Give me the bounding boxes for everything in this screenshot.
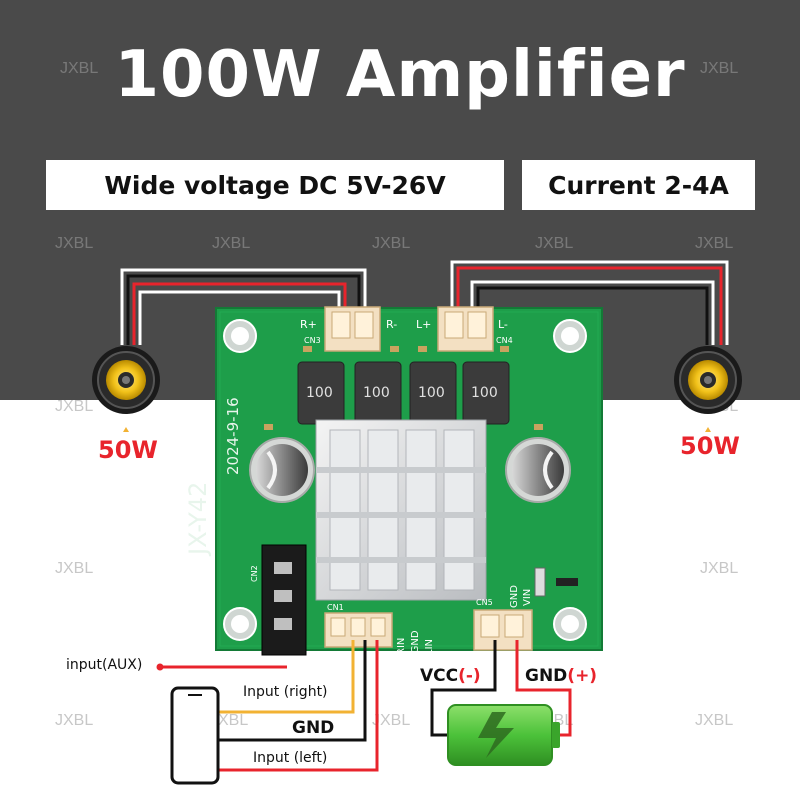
right-arrow-icon: [705, 427, 711, 432]
left-arrow-icon: [123, 427, 129, 432]
pin-label-lin: LIN: [424, 638, 435, 655]
watermark: JXBL: [60, 60, 99, 77]
pin-label-agnd: AGND: [410, 630, 421, 660]
right-speaker-power: 50W: [680, 432, 740, 460]
vcc-label: VCC(-): [420, 666, 481, 686]
inductor-marking: 100: [363, 385, 390, 401]
current-spec-badge: Current 2-4A: [522, 160, 755, 210]
input-wires: [160, 640, 379, 772]
watermark: JXBL: [535, 235, 574, 252]
cn1-connector: [324, 612, 393, 648]
smd-component: [418, 346, 427, 352]
inductor-marking: 100: [418, 385, 445, 401]
heatsink: [315, 419, 487, 601]
left-speaker-power: 50W: [98, 436, 158, 464]
pin-label-rin: RIN: [396, 637, 407, 655]
watermark: JXBL: [55, 712, 94, 729]
connector-label-cn2: CN2: [250, 565, 259, 582]
gnd-power-sign: (+): [567, 666, 598, 686]
smd-component: [500, 346, 509, 352]
cn4-connector: [437, 306, 494, 352]
watermark: JXBL: [55, 398, 94, 415]
watermark: JXBL: [372, 235, 411, 252]
watermark: JXBL: [210, 712, 249, 729]
battery-icon: [447, 704, 560, 766]
power-wires: [430, 640, 572, 737]
input-left-label: Input (left): [253, 750, 328, 766]
left-capacitor: [249, 437, 315, 503]
pin-label-l-minus: L-: [498, 318, 508, 331]
watermark: JXBL: [372, 712, 411, 729]
led: [556, 578, 578, 586]
watermark: JXBL: [700, 60, 739, 77]
left-speaker-wires: [120, 268, 367, 345]
connector-label-cn4: CN4: [496, 336, 513, 345]
watermark: JXBL: [700, 560, 739, 577]
amplifier-pcb: [215, 306, 603, 656]
board-model-label: JX-Y42: [184, 481, 212, 555]
aux-jack: [261, 544, 307, 656]
cn5-connector: [473, 609, 533, 651]
phone-icon: [170, 686, 220, 785]
watermark: JXBL: [695, 235, 734, 252]
right-capacitor: [505, 437, 571, 503]
aux-dot-icon: [156, 663, 164, 671]
watermark: JXBL: [55, 235, 94, 252]
smd-component: [534, 424, 543, 430]
inductor-marking: 100: [471, 385, 498, 401]
current-spec-label: Current 2-4A: [548, 170, 729, 200]
pin-label-gnd: GND: [509, 585, 520, 608]
inductors: [297, 361, 510, 425]
right-speaker-icon: [674, 346, 742, 414]
input-right-label: Input (right): [243, 684, 328, 700]
connector-label-cn3: CN3: [304, 336, 321, 345]
diode: [534, 567, 546, 597]
pin-label-l-plus: L+: [416, 318, 432, 331]
smd-component: [264, 424, 273, 430]
pin-label-r-minus: R-: [386, 318, 398, 331]
connector-label-cn5: CN5: [476, 598, 493, 607]
connector-label-cn1: CN1: [327, 603, 344, 612]
aux-input-label: input(AUX): [66, 657, 143, 673]
inductor-marking: 100: [306, 385, 333, 401]
pin-label-r-plus: R+: [300, 318, 317, 331]
smd-component: [390, 346, 399, 352]
voltage-spec-badge: Wide voltage DC 5V-26V: [46, 160, 504, 210]
left-speaker-icon: [92, 346, 160, 414]
vcc-text: VCC: [420, 666, 459, 686]
board-date-label: 2024-9-16: [224, 397, 242, 475]
mounting-holes: [223, 319, 587, 641]
pin-label-vin: VIN: [522, 588, 533, 606]
smd-component: [303, 346, 312, 352]
voltage-spec-label: Wide voltage DC 5V-26V: [104, 170, 446, 200]
watermark: JXBL: [695, 712, 734, 729]
watermark: JXBL: [55, 560, 94, 577]
page-title: 100W Amplifier: [114, 38, 686, 112]
cn3-connector: [324, 306, 381, 352]
vcc-sign: (-): [458, 666, 481, 686]
watermark: JXBL: [212, 235, 251, 252]
gnd-power-label: GND(+): [525, 666, 597, 686]
gnd-power-text: GND: [525, 666, 568, 686]
ground-label: GND: [292, 718, 335, 738]
